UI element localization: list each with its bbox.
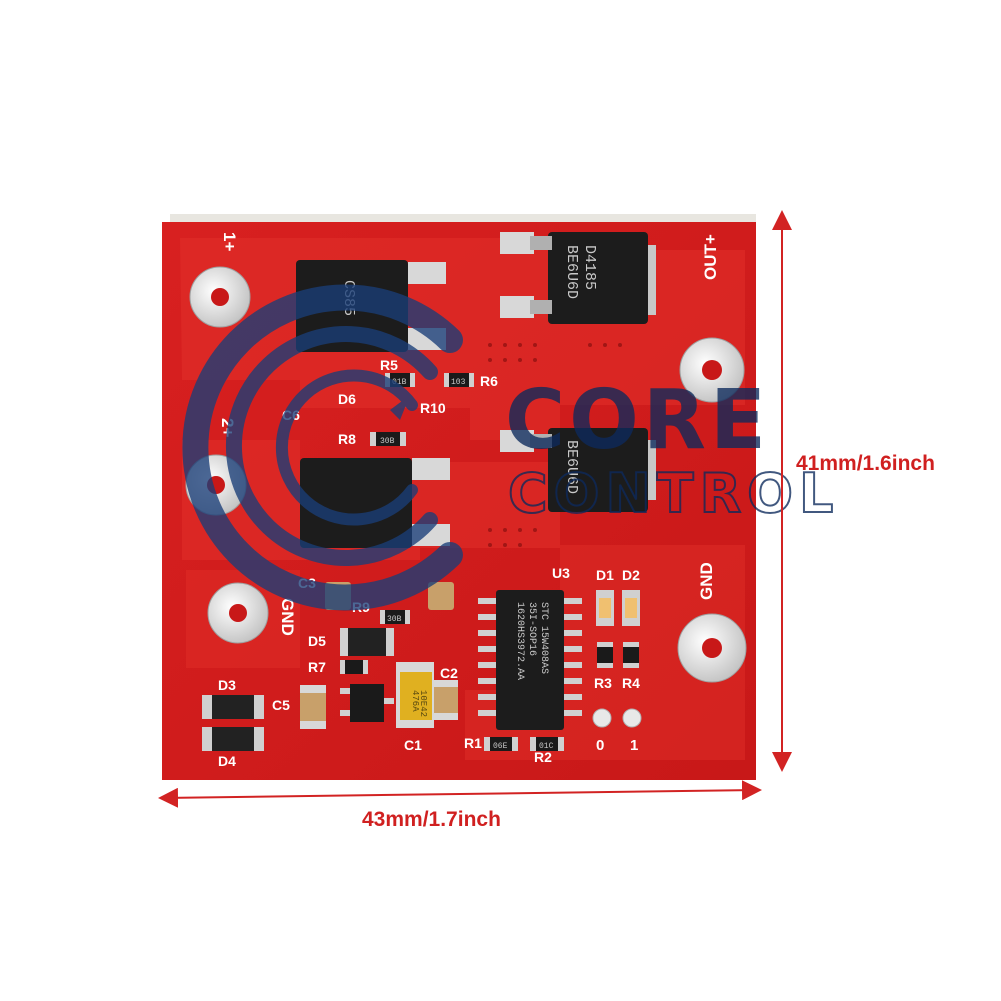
jumper-pad-1 [622, 708, 642, 728]
r2-mark: 01C [539, 742, 554, 751]
mcu-mark-1: STC 15W408AS [538, 602, 549, 674]
watermark-brand-line2: CONTROL [508, 462, 839, 525]
led-d2 [622, 590, 640, 626]
mcu-u3: STC 15W408AS 35I-SOP16 1620HS3972.AA [478, 590, 582, 730]
r10-mark: 01B [392, 378, 407, 387]
height-dimension-label: 41mm/1.6inch [796, 452, 935, 475]
jumper-pad-0 [592, 708, 612, 728]
label-d1: D1 [596, 567, 614, 583]
terminal-pad-out [679, 337, 745, 403]
mosfet-mid-right: BE6U6D [500, 428, 656, 512]
label-r10: R10 [420, 400, 446, 416]
label-gnd-right: GND [697, 562, 716, 600]
label-d6: D6 [338, 391, 356, 407]
label-d5: D5 [308, 633, 326, 649]
tantalum-mark-1: 476A [410, 690, 420, 712]
width-dimension-arrow [158, 780, 762, 808]
label-r5: R5 [380, 357, 398, 373]
mcu-mark-3: 1620HS3972.AA [514, 602, 525, 680]
terminal-pad-gnd-left [207, 582, 269, 644]
mosfet-top-right: D4185 BE6U6D [500, 232, 656, 324]
label-pad0: 0 [596, 737, 604, 754]
mcu-mark-2: 35I-SOP16 [526, 602, 537, 656]
via-grid [488, 343, 622, 547]
width-dimension-label: 43mm/1.7inch [362, 808, 501, 831]
diode-d4 [202, 727, 264, 751]
label-r1: R1 [464, 735, 482, 751]
label-r8: R8 [338, 431, 356, 447]
smd-resistors: 01B 103 30B 30B 06E 01C [340, 373, 639, 751]
tantalum-mark-2: 10E42 [418, 690, 428, 717]
label-c1: C1 [404, 737, 422, 753]
label-gnd-left: GND [278, 598, 297, 636]
tantalum-capacitor-c1: 476A 10E42 [396, 662, 434, 728]
r1-mark: 06E [493, 742, 508, 751]
mosfet-mid-mark: BE6U6D [563, 440, 580, 494]
label-c5: C5 [272, 697, 290, 713]
mosfet-mark-1: D4185 [581, 245, 598, 290]
label-r3: R3 [594, 675, 612, 691]
mosfet-mark-2: BE6U6D [563, 245, 580, 299]
label-d2: D2 [622, 567, 640, 583]
label-pad1: 1 [630, 737, 638, 754]
r8-mark: 30B [380, 437, 395, 446]
label-r4: R4 [622, 675, 640, 691]
watermark-brand-line1: CORE [505, 373, 770, 468]
sot23-regulator [340, 684, 394, 722]
terminal-pad-1 [189, 266, 251, 328]
label-1plus: 1+ [220, 232, 239, 251]
label-r7: R7 [308, 659, 326, 675]
terminal-pad-gnd-right [677, 613, 747, 683]
led-d1 [596, 590, 614, 626]
label-u3: U3 [552, 565, 570, 581]
label-d4: D4 [218, 753, 236, 769]
label-c2: C2 [440, 665, 458, 681]
r6-mark: 103 [451, 378, 466, 387]
mosfet-mid-left [300, 458, 450, 548]
r9-mark: 30B [387, 615, 402, 624]
diode-d5 [340, 628, 394, 656]
watermark-logo: CORE CONTROL [182, 284, 839, 611]
diode-d3 [202, 695, 264, 719]
label-out: OUT+ [701, 234, 720, 280]
label-d3: D3 [218, 677, 236, 693]
label-r2: R2 [534, 749, 552, 765]
label-r6: R6 [480, 373, 498, 389]
